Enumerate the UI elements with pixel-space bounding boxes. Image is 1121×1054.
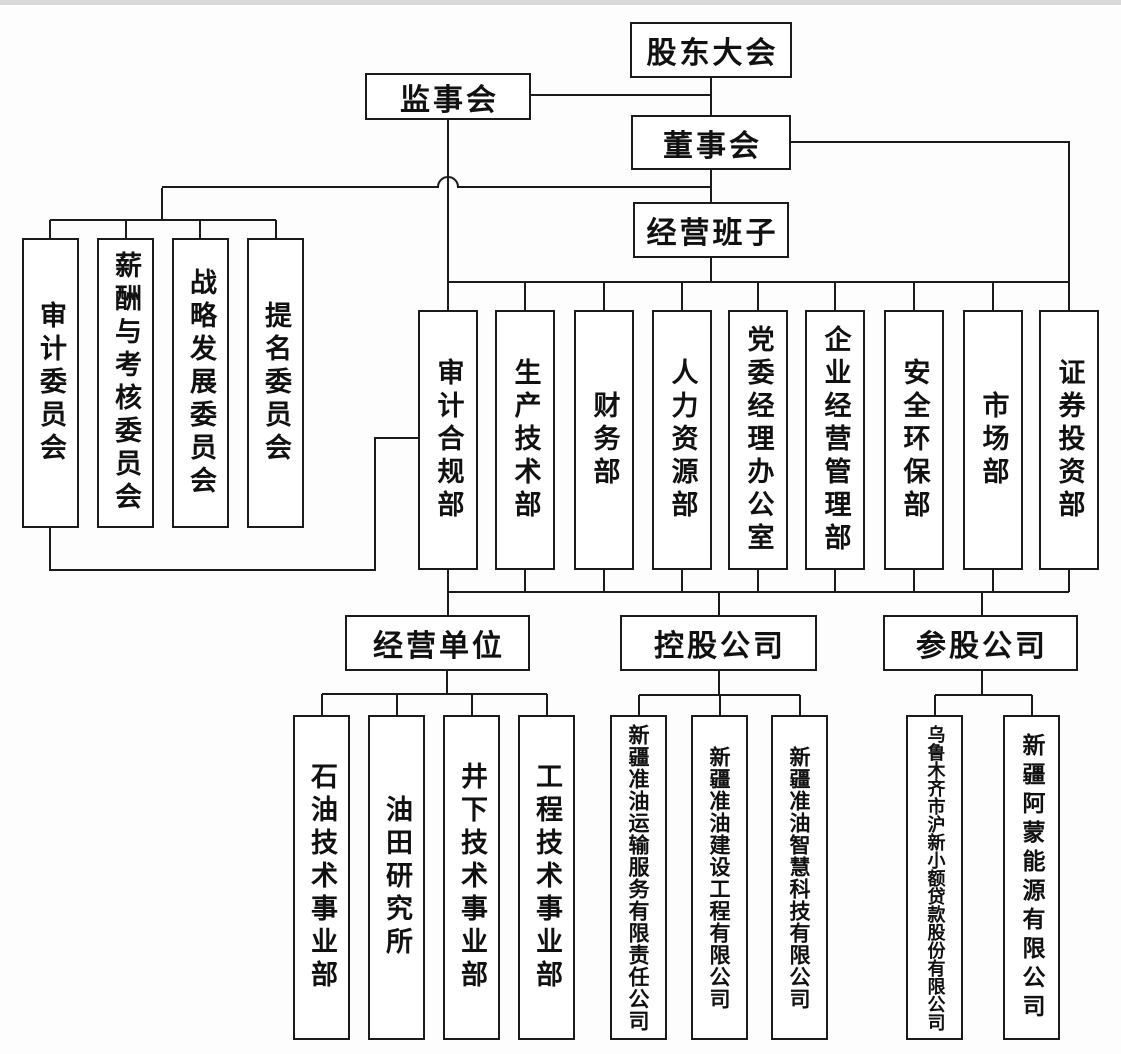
node-group-operating-units: 经营单位 [345, 615, 530, 671]
node-shareholders-meeting: 股东大会 [630, 22, 792, 78]
node-company-transport-service: 新疆准油运输服务有限责任公司 [610, 715, 667, 1040]
node-dept-human-resources: 人力资源部 [652, 310, 712, 570]
node-board-of-directors: 董事会 [631, 115, 791, 170]
node-group-participating-companies: 参股公司 [883, 615, 1078, 671]
node-dept-finance: 财务部 [574, 310, 634, 570]
node-unit-engineering-technology: 工程技术事业部 [518, 715, 575, 1040]
node-nomination-committee: 提名委员会 [247, 238, 304, 528]
node-group-holding-companies: 控股公司 [620, 615, 817, 671]
node-unit-oilfield-research-institute: 油田研究所 [368, 715, 425, 1040]
node-company-smart-technology: 新疆准油智慧科技有限公司 [771, 715, 828, 1040]
node-dept-audit-compliance: 审计合规部 [418, 310, 478, 570]
node-dept-market: 市场部 [963, 310, 1023, 570]
node-dept-enterprise-operation-management: 企业经营管理部 [805, 310, 865, 570]
node-management-team: 经营班子 [633, 202, 789, 258]
node-strategy-development-committee: 战略发展委员会 [172, 238, 229, 528]
node-dept-securities-investment: 证券投资部 [1039, 310, 1099, 570]
node-unit-downhole-technology: 井下技术事业部 [443, 715, 500, 1040]
node-dept-party-committee-manager-office: 党委经理办公室 [728, 310, 788, 570]
node-company-construction-engineering: 新疆准油建设工程有限公司 [691, 715, 748, 1040]
node-dept-production-technology: 生产技术部 [495, 310, 555, 570]
node-compensation-appraisal-committee: 薪酬与考核委员会 [97, 238, 154, 528]
node-supervisory-board: 监事会 [365, 73, 531, 120]
node-unit-petroleum-technology: 石油技术事业部 [293, 715, 350, 1040]
node-company-ameng-energy: 新疆阿蒙能源有限公司 [1003, 715, 1060, 1040]
node-company-huxin-microloan: 乌鲁木齐市沪新小额贷款股份有限公司 [906, 715, 963, 1040]
page-edge-strip [0, 0, 1121, 5]
node-audit-committee: 审计委员会 [22, 238, 79, 528]
node-dept-safety-environment: 安全环保部 [884, 310, 944, 570]
